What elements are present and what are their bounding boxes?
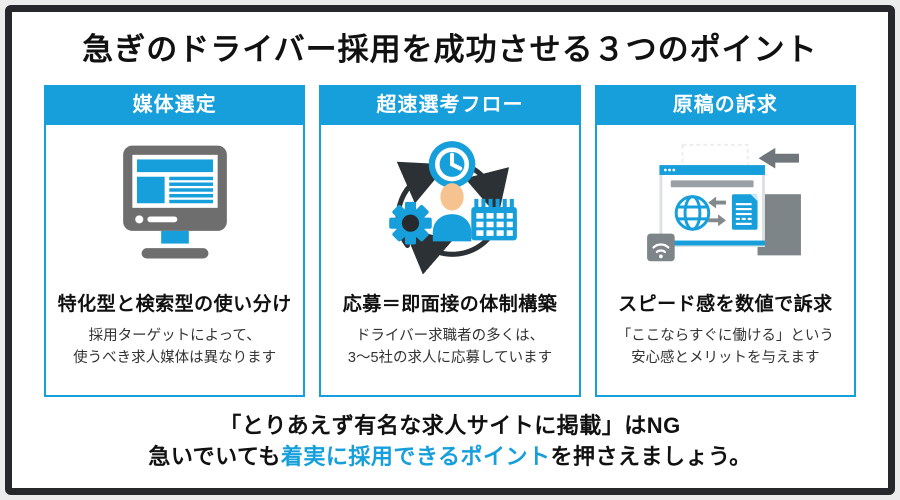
footer-highlight: 着実に採用できるポイント [280,443,551,469]
column-header: 原稿の訴求 [594,84,856,125]
points-row: 媒体選定 [12,84,888,397]
footer-message: 「とりあえず有名な求人サイトに掲載」はNG 急いでいても着実に採用できるポイント… [12,410,888,472]
column-header: 媒体選定 [44,84,306,125]
point-subtitle: 特化型と検索型の使い分け [57,293,292,315]
column-media-selection: 媒体選定 [44,84,306,397]
point-subtitle: 応募＝即面接の体制構築 [342,293,558,315]
footer-line1: 「とりあえず有名な求人サイトに掲載」はNG [219,412,681,438]
recruitment-cycle-icon [374,129,526,289]
footer-line2: 急いでいても着実に採用できるポイントを押さえましょう。 [148,443,752,469]
column-copy-appeal: 原稿の訴求 [594,84,856,397]
web-ad-appeal-icon [641,129,809,289]
point-description: 採用ターゲットによって、 使うべき求人媒体は異なります [73,327,277,367]
infographic-card: 急ぎのドライバー採用を成功させる３つのポイント 媒体選定 [5,5,895,495]
point-description: ドライバー求職者の多くは、 3〜5社の求人に応募しています [347,327,553,367]
page-title: 急ぎのドライバー採用を成功させる３つのポイント [82,32,818,67]
column-fast-selection-flow: 超速選考フロー [319,84,581,397]
column-header: 超速選考フロー [319,84,581,125]
point-subtitle: スピード感を数値で訴求 [618,293,833,315]
monitor-job-site-icon [100,129,250,289]
point-description: 「ここならすぐに働ける」という 安心感とメリットを与えます [616,327,834,367]
